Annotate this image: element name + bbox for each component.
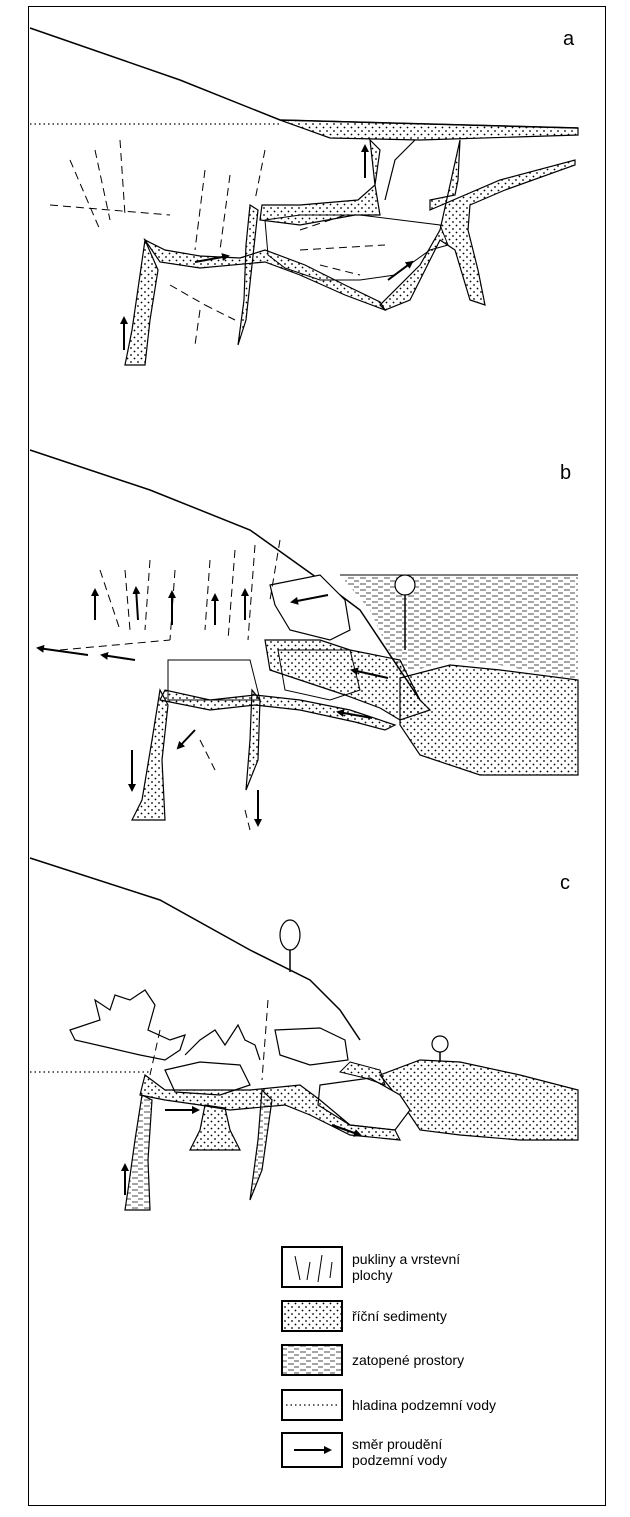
shaft-a-left xyxy=(124,237,159,366)
river-sediment-icon xyxy=(281,1300,343,1332)
flow-arrow-b9 xyxy=(350,667,389,679)
legend-label-flow-direction: směr proudění podzemní vody xyxy=(352,1436,447,1468)
shaft-a-mid xyxy=(237,203,259,346)
panel-label-c: c xyxy=(560,872,570,894)
dry-passage-c2 xyxy=(184,1023,261,1061)
legend-label-water-level: hladina podzemní vody xyxy=(352,1397,496,1413)
flow-arrow-a3 xyxy=(387,260,414,281)
cave-passage-a2 xyxy=(384,139,416,201)
groundwater-level-icon xyxy=(281,1389,343,1421)
flow-arrow-a2 xyxy=(194,253,230,263)
chamber-outline-b2 xyxy=(167,659,261,701)
flow-arrow-icon xyxy=(281,1432,343,1468)
flow-arrow-b10 xyxy=(336,709,373,719)
fractures-a xyxy=(49,139,386,346)
shaft-c-right xyxy=(249,1088,273,1201)
legend-label-flooded: zatopené prostory xyxy=(352,1352,465,1368)
legend-label-river-sediment: říční sedimenty xyxy=(352,1308,447,1324)
chamber-c2 xyxy=(274,1027,349,1066)
legend-label-fractures: pukliny a vrstevní plochy xyxy=(352,1251,461,1283)
panel-b xyxy=(29,449,579,831)
river-channel-a xyxy=(279,119,579,141)
dry-passage-c xyxy=(69,989,186,1061)
shaft-b-left xyxy=(131,688,169,821)
flooded-area-b xyxy=(340,575,578,680)
flooded-space-icon xyxy=(281,1344,343,1376)
chamber-outline-b3 xyxy=(277,649,361,701)
cave-passage-a xyxy=(259,138,381,226)
fractures-c xyxy=(149,999,269,1081)
flow-arrow-b11 xyxy=(176,729,196,750)
flow-arrow-b2 xyxy=(132,586,141,621)
shaft-b-mid xyxy=(245,688,261,791)
terrain-surface-b xyxy=(29,449,421,701)
fractures-icon xyxy=(281,1246,343,1288)
cave-chamber-b xyxy=(269,574,351,641)
terrain-surface-c xyxy=(29,857,361,1041)
shaft-c-mid xyxy=(189,1104,241,1151)
flooded-passage-c2 xyxy=(339,1061,386,1086)
panel-label-b: b xyxy=(560,462,572,484)
panel-c xyxy=(29,857,579,1211)
flow-arrow-b6 xyxy=(36,644,89,656)
flooded-passage-c xyxy=(139,1073,402,1141)
tree-c2 xyxy=(431,1035,449,1062)
panel-label-a: a xyxy=(563,28,575,50)
river-sediment-b xyxy=(399,664,579,776)
river-sediment-c xyxy=(379,1059,579,1141)
tree-b xyxy=(394,574,416,650)
shaft-c-left xyxy=(124,1094,153,1211)
tree-c1 xyxy=(279,919,301,972)
passage-b1 xyxy=(264,639,432,721)
terrain-surface-a xyxy=(29,27,579,129)
flow-arrow-b8 xyxy=(290,594,329,605)
figure-frame xyxy=(28,6,606,1506)
legend xyxy=(281,1246,343,1468)
flow-arrow-c2 xyxy=(331,1124,362,1137)
flow-arrow-b7 xyxy=(100,651,136,661)
horizontal-passage-a xyxy=(143,238,387,312)
shaft-a-right xyxy=(379,139,576,311)
panel-a xyxy=(29,27,579,366)
fractures-b xyxy=(59,539,281,831)
